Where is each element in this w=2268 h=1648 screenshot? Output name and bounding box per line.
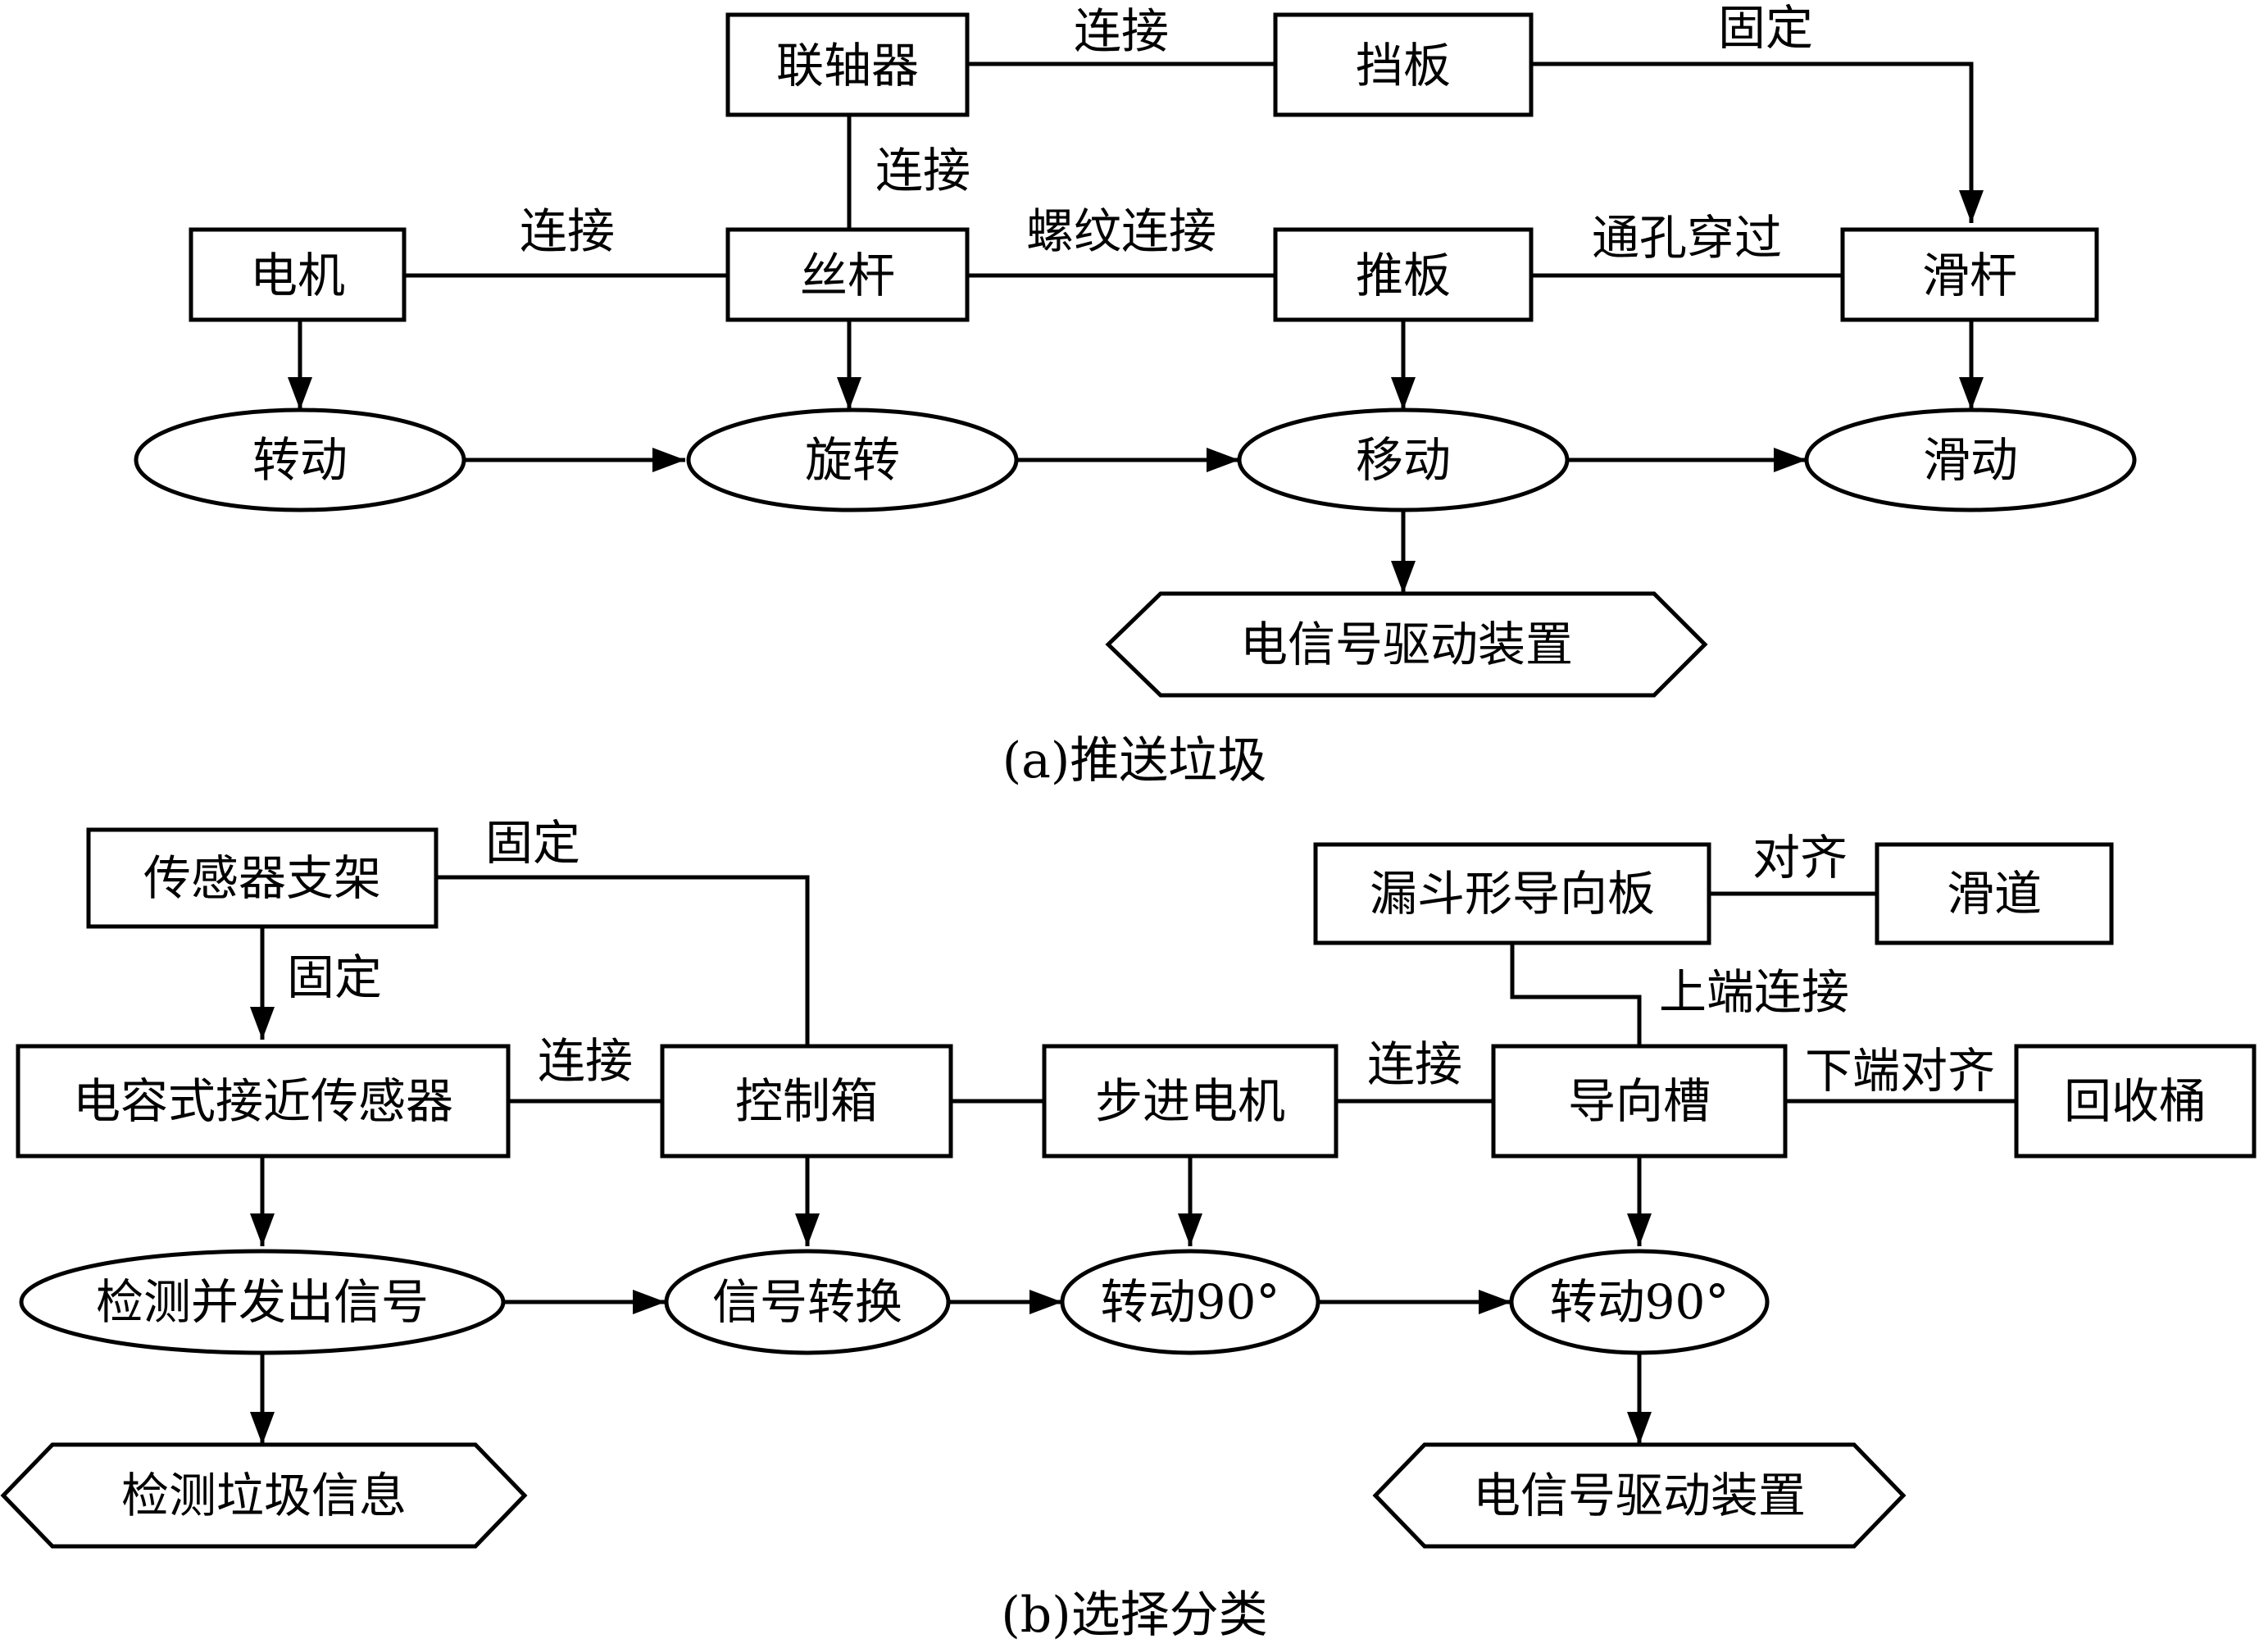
edge-baffle-slide-rod — [1531, 61, 1984, 223]
diagram-a-connections — [288, 61, 1984, 594]
node-stepper: 步进电机 — [1042, 1044, 1339, 1159]
caption-a: (a)推送垃圾 — [1002, 732, 1267, 790]
node-rotate-a-label: 转动90° — [1101, 1274, 1280, 1330]
diagram-a: 联轴器 挡板 电机 丝杆 推板 滑杆 转动 旋转 — [134, 0, 2137, 790]
edge-label-bracket-control: 固定 — [485, 815, 580, 871]
edge-label-funnel-slot: 上端连接 — [1659, 964, 1849, 1020]
node-push-plate-label: 推板 — [1356, 248, 1451, 303]
diagram-b: 传感器支架 电容式接近传感器 控制箱 步进电机 导向槽 漏斗形导向板 滑道 回 — [0, 815, 2257, 1644]
node-rotate-a: 转动90° — [1060, 1249, 1320, 1355]
node-drive-b-label: 电信号驱动装置 — [1473, 1468, 1806, 1523]
node-spin-label: 旋转 — [805, 432, 900, 488]
edge-label-coupling-baffle: 连接 — [1074, 3, 1169, 59]
node-slide-rod: 滑杆 — [1840, 227, 2099, 322]
edge-label-coupling-screw: 连接 — [875, 143, 970, 198]
node-bin-label: 回收桶 — [2064, 1073, 2207, 1129]
node-cap-sensor-label: 电容式接近传感器 — [73, 1073, 453, 1129]
node-drive-b: 电信号驱动装置 — [1372, 1442, 1907, 1549]
node-detect-signal-label: 检测并发出信号 — [96, 1274, 429, 1330]
edge-label-screw-push-plate: 螺纹连接 — [1026, 203, 1216, 259]
node-baffle-label: 挡板 — [1356, 38, 1451, 93]
node-detect-info: 检测垃圾信息 — [0, 1442, 528, 1549]
node-rotate-label: 转动 — [252, 432, 348, 488]
node-screw-label: 丝杆 — [800, 248, 895, 303]
node-drive-a: 电信号驱动装置 — [1105, 591, 1708, 698]
node-slide-rod-label: 滑杆 — [1922, 248, 2017, 303]
node-move-label: 移动 — [1356, 432, 1451, 488]
node-slide-label: 滑动 — [1923, 432, 2018, 488]
node-slide: 滑动 — [1804, 407, 2137, 512]
edge-label-push-plate-slide-rod: 通孔穿过 — [1592, 210, 1782, 266]
node-stepper-label: 步进电机 — [1095, 1073, 1285, 1129]
node-move: 移动 — [1237, 407, 1570, 512]
node-screw: 丝杆 — [725, 227, 970, 322]
node-control-box-label: 控制箱 — [735, 1073, 878, 1129]
diagram-b-connections — [250, 875, 2016, 1445]
node-coupling-label: 联轴器 — [776, 38, 919, 93]
edge-label-funnel-chute: 对齐 — [1752, 830, 1848, 885]
node-sensor-bracket-label: 传感器支架 — [143, 850, 381, 906]
node-signal-convert: 信号转换 — [664, 1249, 951, 1355]
node-push-plate: 推板 — [1273, 227, 1534, 322]
edge-label-sensor-control: 连接 — [538, 1033, 633, 1089]
node-baffle: 挡板 — [1273, 12, 1534, 117]
node-chute-label: 滑道 — [1947, 866, 2042, 922]
node-detect-signal: 检测并发出信号 — [19, 1249, 506, 1355]
node-guide-slot-label: 导向槽 — [1568, 1073, 1711, 1129]
node-rotate-b: 转动90° — [1509, 1249, 1770, 1355]
node-spin: 旋转 — [686, 407, 1019, 512]
node-bin: 回收桶 — [2014, 1044, 2257, 1159]
edge-label-baffle-slide-rod: 固定 — [1718, 0, 1813, 56]
node-detect-info-label: 检测垃圾信息 — [121, 1468, 407, 1523]
node-cap-sensor: 电容式接近传感器 — [16, 1044, 511, 1159]
edge-label-bracket-sensor: 固定 — [287, 949, 382, 1005]
node-chute: 滑道 — [1875, 842, 2114, 945]
edge-bracket-control — [436, 875, 810, 1046]
node-rotate: 转动 — [134, 407, 466, 512]
node-motor-label: 电机 — [250, 248, 345, 303]
node-funnel-plate-label: 漏斗形导向板 — [1370, 866, 1655, 922]
node-signal-convert-label: 信号转换 — [712, 1274, 902, 1330]
node-sensor-bracket: 传感器支架 — [86, 827, 439, 929]
node-rotate-b-label: 转动90° — [1550, 1274, 1729, 1330]
node-drive-a-label: 电信号驱动装置 — [1240, 617, 1573, 672]
edge-label-motor-screw: 连接 — [520, 203, 615, 259]
caption-b: (b)选择分类 — [1001, 1587, 1267, 1644]
node-motor: 电机 — [189, 227, 407, 322]
edge-label-slot-bin: 下端对齐 — [1805, 1043, 1995, 1099]
edge-label-stepper-slot: 连接 — [1367, 1036, 1462, 1092]
node-funnel-plate: 漏斗形导向板 — [1313, 842, 1711, 945]
node-control-box: 控制箱 — [660, 1044, 953, 1159]
node-coupling: 联轴器 — [725, 12, 970, 117]
edge-funnel-slot — [1510, 943, 1642, 1046]
node-guide-slot: 导向槽 — [1491, 1044, 1788, 1159]
